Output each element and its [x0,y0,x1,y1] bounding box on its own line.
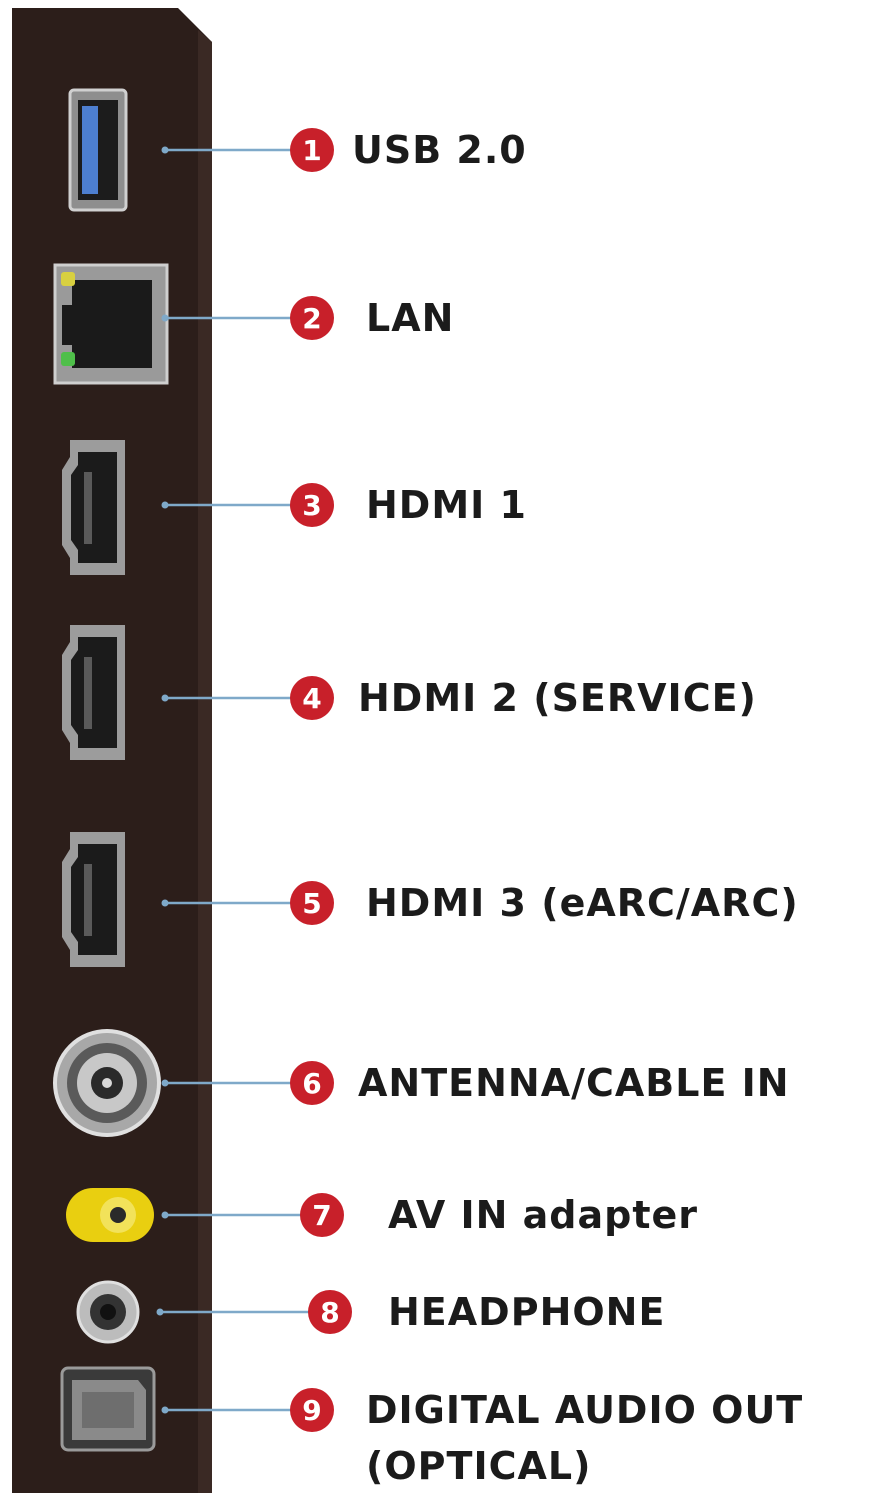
port-label-text: ANTENNA/CABLE IN [358,1061,790,1105]
number-badge: 5 [290,881,334,925]
badge-number: 5 [302,887,321,920]
leader-dot [161,694,169,702]
port-label-text: USB 2.0 [352,128,527,172]
leader-dot [156,1308,164,1316]
av-port-icon [66,1188,154,1242]
port-label: ANTENNA/CABLE IN [358,1061,790,1105]
number-badge: 7 [300,1193,344,1237]
badge-number: 8 [320,1296,339,1329]
badge-circle [290,296,334,340]
badge-circle [300,1193,344,1237]
port-label: USB 2.0 [352,128,527,172]
badge-number: 4 [302,682,321,715]
headphone-port-icon [76,1280,140,1344]
leader-dot [161,314,169,322]
badge-circle [290,1388,334,1432]
hdmi-port-icon [62,832,125,967]
number-badge: 4 [290,676,334,720]
port-label-text: HDMI 3 (eARC/ARC) [366,881,799,925]
port-label: HDMI 1 [366,483,527,527]
leader-dot [161,1211,169,1219]
usb-port-icon [68,88,128,212]
number-badge: 8 [308,1290,352,1334]
badge-circle [290,1061,334,1105]
badge-circle [290,676,334,720]
badge-number: 3 [302,489,321,522]
badge-number: 1 [302,134,321,167]
port-label: LAN [366,296,454,340]
number-badge: 1 [290,128,334,172]
badge-number: 7 [312,1199,331,1232]
number-badge: 6 [290,1061,334,1105]
hdmi-port-icon [62,440,125,575]
side-panel-edge [198,30,212,1493]
hdmi-port-icon [62,625,125,760]
badge-number: 2 [302,302,321,335]
optical-port-icon [60,1366,156,1452]
port-label-text: HEADPHONE [388,1290,666,1334]
badge-circle [308,1290,352,1334]
lan-port-icon [53,263,169,385]
port-label: HEADPHONE [388,1290,665,1334]
number-badge: 2 [290,296,334,340]
badge-circle [290,128,334,172]
port-label-text: HDMI 1 [366,483,527,527]
badge-number: 6 [302,1067,321,1100]
port-label-text: DIGITAL AUDIO OUT [366,1388,804,1432]
number-badge: 9 [290,1388,334,1432]
leader-dot [161,899,169,907]
badge-circle [290,483,334,527]
leader-dot [161,1079,169,1087]
port-label-text: LAN [366,296,455,340]
leader-lines [156,146,330,1414]
leader-dot [161,501,169,509]
leader-dot [161,1406,169,1414]
port-label-text: HDMI 2 (SERVICE) [358,676,757,720]
coax-port-icon [53,1029,161,1137]
number-badge: 3 [290,483,334,527]
port-label-text: AV IN adapter [388,1193,699,1237]
port-label: DIGITAL AUDIO OUT (OPTICAL) [366,1388,803,1488]
port-label: HDMI 2 (SERVICE) [358,676,757,720]
badge-circle [290,881,334,925]
port-label: HDMI 3 (eARC/ARC) [366,881,799,925]
number-badges: 1 2 3 4 5 6 7 8 9 [290,128,352,1432]
port-label: AV IN adapter [388,1193,698,1237]
leader-dot [161,146,169,154]
badge-number: 9 [302,1394,321,1427]
port-label-text-line2: (OPTICAL) [366,1444,592,1488]
